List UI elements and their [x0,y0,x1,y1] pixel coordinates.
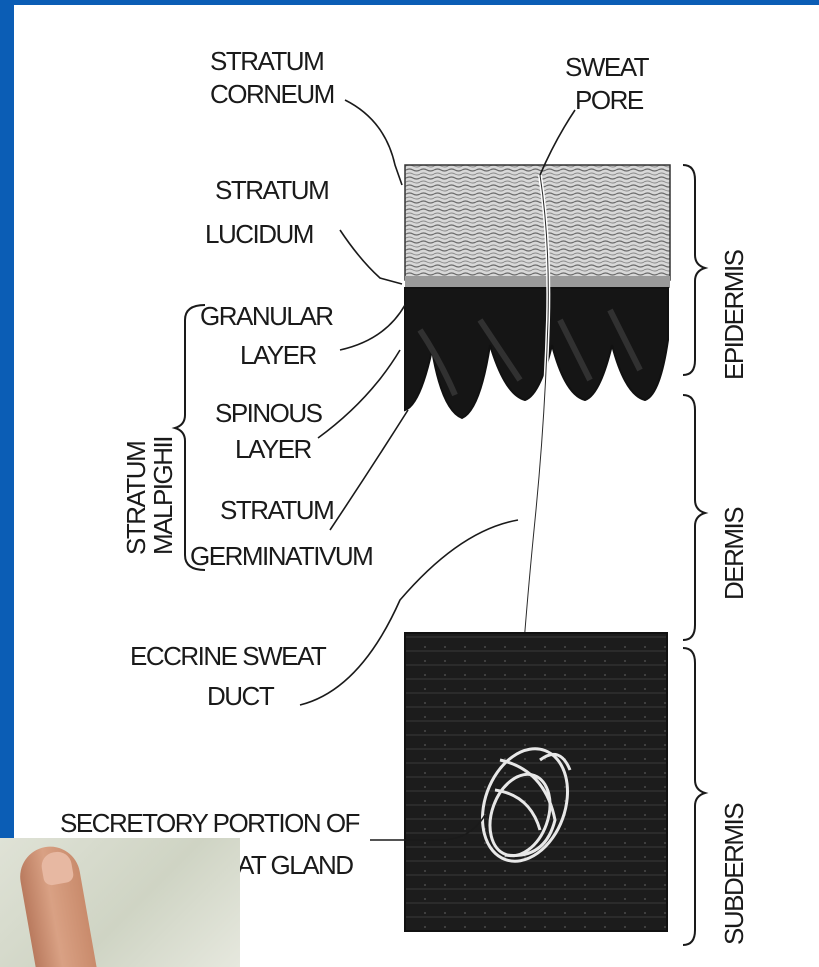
label-eccrine-duct-1: ECCRINE SWEAT [130,641,327,671]
leader-stratum-lucidum [340,230,402,284]
label-sweat-pore-2: PORE [575,85,644,115]
label-stratum-corneum-1: STRATUM [210,46,323,76]
label-eccrine-duct-2: DUCT [207,681,275,711]
label-subdermis: SUBDERMIS [719,803,749,945]
stratum-corneum-layer [405,165,670,280]
leader-granular-layer [340,305,405,350]
label-spinous-layer-1: SPINOUS [215,398,323,428]
label-stratum-malpighii-1: STRATUM [121,442,151,555]
label-stratum-malpighii-2: MALPIGHII [148,437,178,555]
right-braces [683,165,705,945]
leader-stratum-corneum [345,100,402,185]
label-spinous-layer-2: LAYER [235,434,312,464]
label-stratum-corneum-2: CORNEUM [210,79,334,109]
leader-stratum-germinativum [330,410,408,530]
label-granular-layer-2: LAYER [240,340,317,370]
malpighii-brace [175,305,205,570]
leader-spinous-layer [318,350,400,438]
label-secretory-portion-1: SECRETORY PORTION OF [60,808,360,838]
label-stratum-lucidum-2: LUCIDUM [205,219,313,249]
subdermis-brace [683,648,705,945]
label-epidermis: EPIDERMIS [719,249,749,380]
dermis-brace [683,395,705,640]
label-stratum-germinativum-1: STRATUM [220,495,333,525]
stratum-lucidum-layer [405,276,670,288]
label-stratum-lucidum-1: STRATUM [215,175,328,205]
presenter-thumbnail [0,838,240,967]
label-stratum-germinativum-2: GERMINATIVUM [190,541,372,571]
epidermis-brace [683,165,705,375]
label-granular-layer-1: GRANULAR [200,301,333,331]
label-sweat-pore-1: SWEAT [565,52,650,82]
label-dermis: DERMIS [719,507,749,600]
